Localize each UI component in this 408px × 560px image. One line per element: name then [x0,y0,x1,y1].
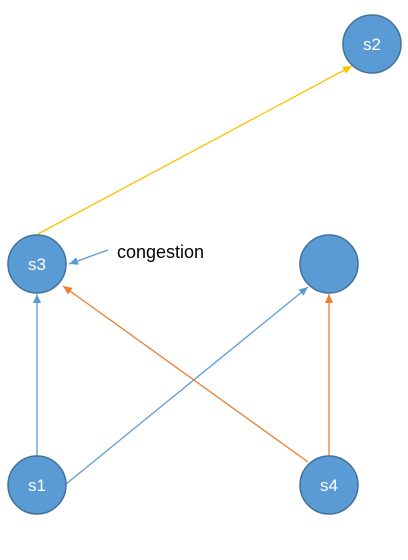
edge-s4-to-s3 [62,285,309,463]
node-s2-label: s2 [363,35,381,54]
edge-s3-to-s2 [37,65,353,235]
node-s3-label: s3 [28,255,46,274]
node-unlabeled [299,234,359,294]
node-s4-label: s4 [320,476,338,495]
edge-s1-to-unlabeled [65,286,309,485]
node-unlabeled-circle [299,234,359,294]
edges [33,65,353,485]
node-s2: s2 [342,14,402,74]
node-s1-label: s1 [28,476,46,495]
node-s1: s1 [7,455,67,515]
congestion-arrow [68,249,109,265]
node-s3-circle [7,234,67,294]
node-s2-circle [342,14,402,74]
node-s3: s3 [7,234,67,294]
congestion-label: congestion [117,242,204,262]
node-s4: s4 [299,455,359,515]
node-s4-circle [299,455,359,515]
node-s1-circle [7,455,67,515]
